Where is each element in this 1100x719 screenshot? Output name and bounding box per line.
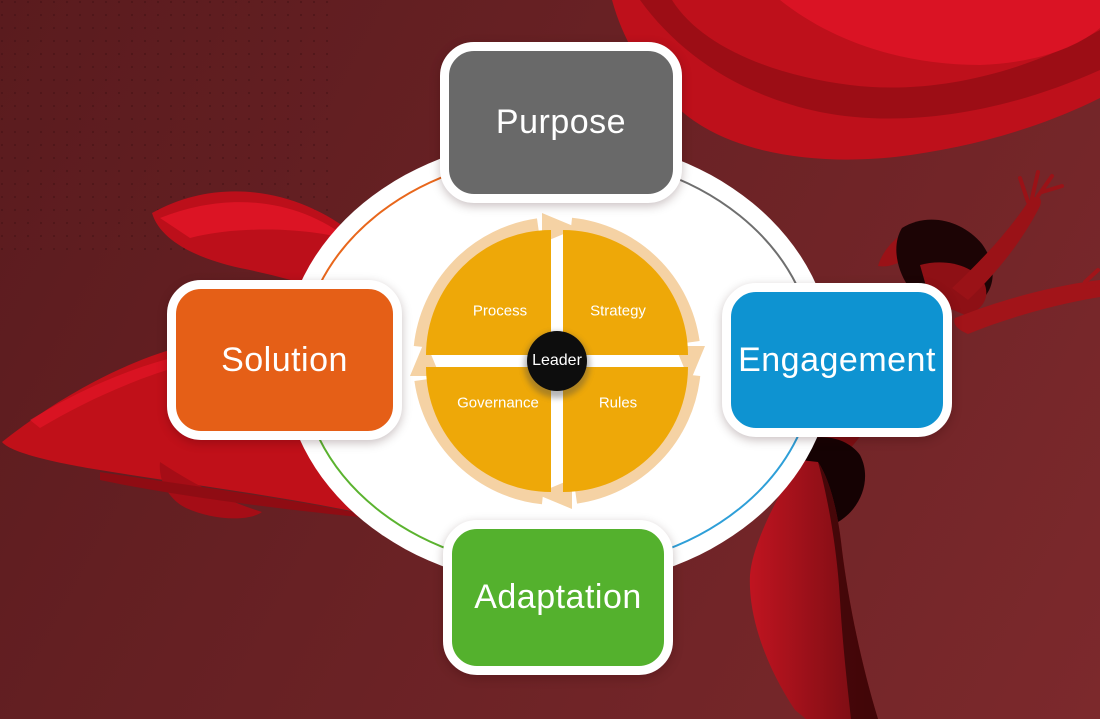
hub-circle — [527, 331, 587, 391]
segment-label-process: Process — [472, 302, 528, 320]
segment-label-rules: Rules — [598, 394, 638, 412]
node-solution: Solution — [167, 280, 402, 440]
cycle-quadrants — [426, 230, 688, 492]
segment-label-governance: Governance — [457, 394, 539, 412]
node-label-adaptation: Adaptation — [474, 578, 642, 616]
quadrant-process — [426, 230, 551, 355]
node-purpose: Purpose — [440, 42, 682, 203]
node-label-purpose: Purpose — [495, 103, 627, 141]
node-label-engagement: Engagement — [738, 340, 936, 379]
node-engagement: Engagement — [722, 283, 952, 437]
quadrant-rules — [563, 367, 688, 492]
quadrant-governance — [426, 367, 551, 492]
top-right-fabric — [612, 0, 1100, 160]
hub-label-leader: Leader — [532, 352, 582, 369]
node-label-solution: Solution — [221, 340, 348, 379]
node-adaptation: Adaptation — [443, 520, 673, 675]
quadrant-strategy — [563, 230, 688, 355]
segment-label-strategy: Strategy — [590, 302, 646, 320]
